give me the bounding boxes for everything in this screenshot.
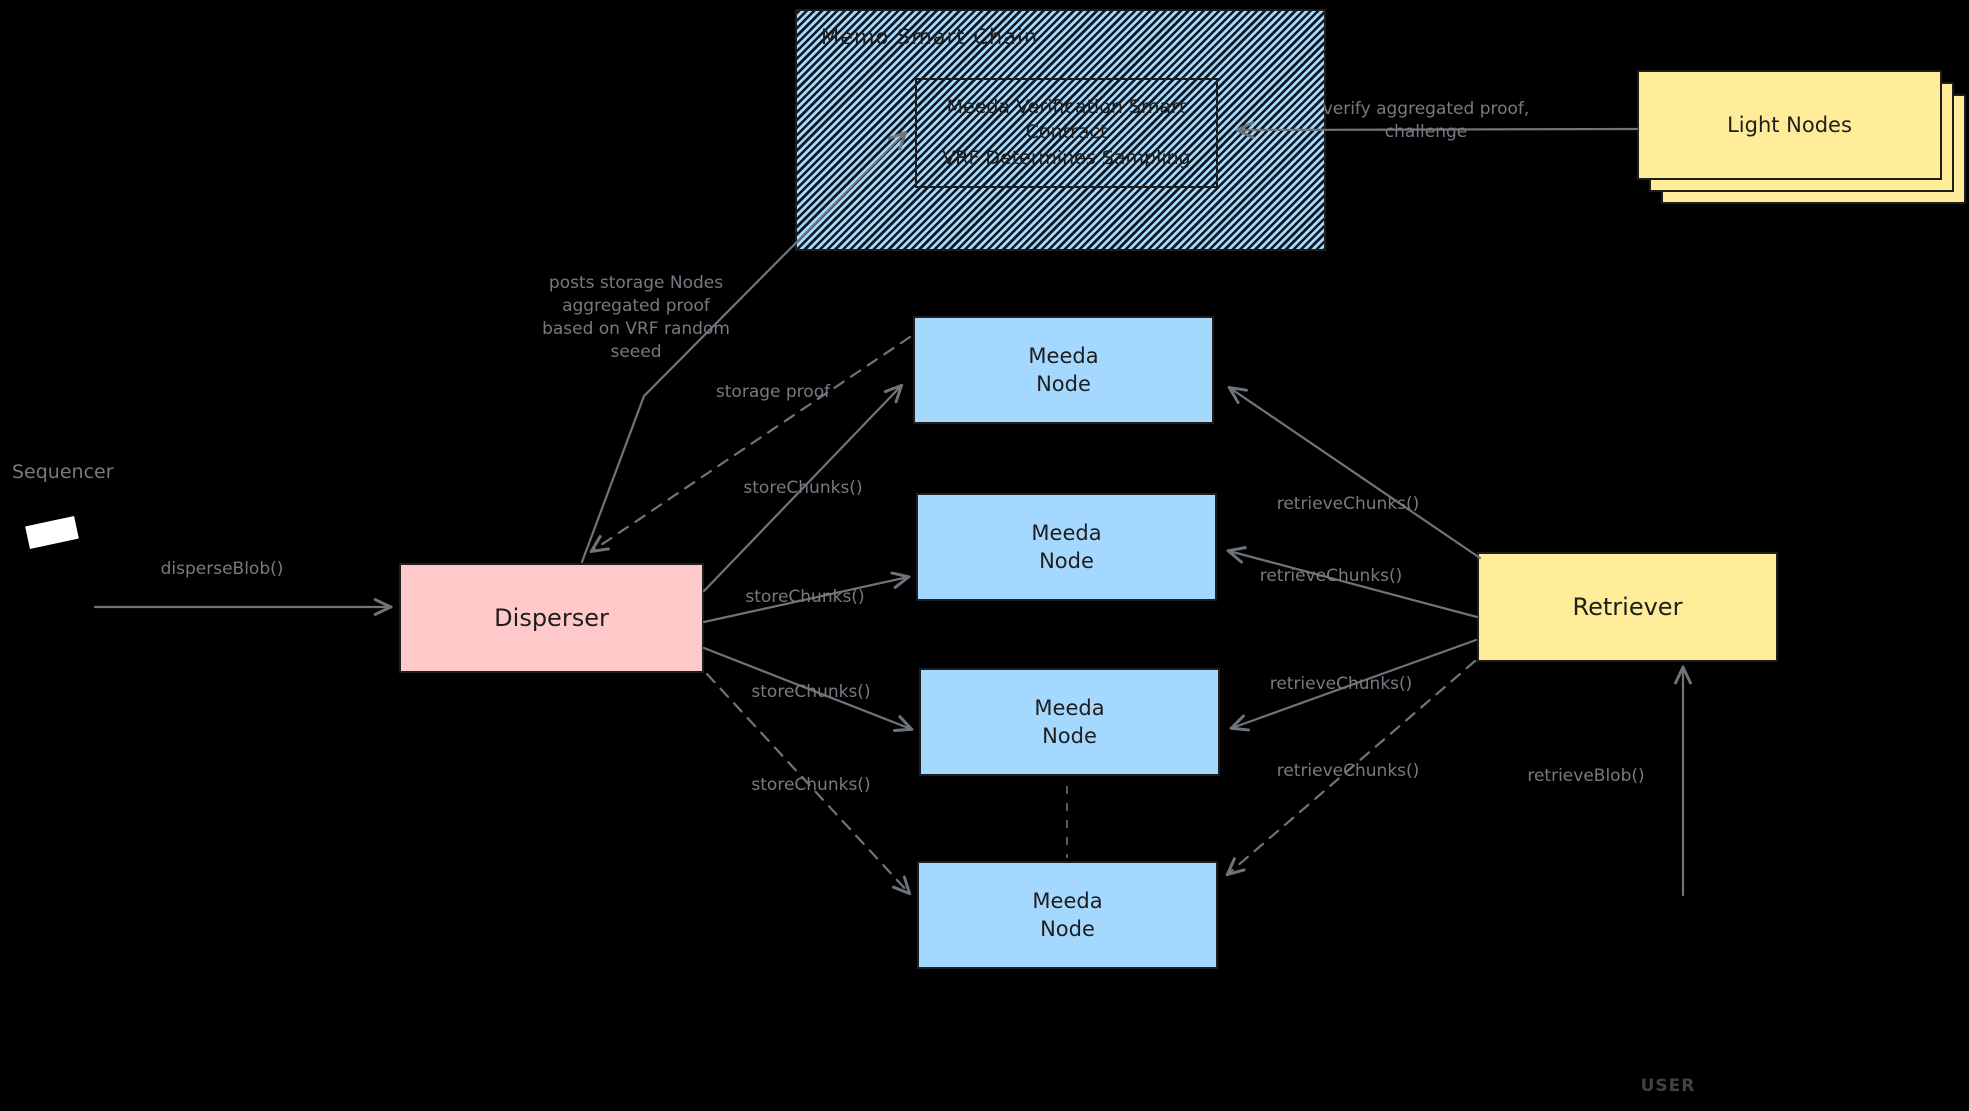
edge-store-chunks-2 bbox=[702, 577, 908, 624]
disperser-box: Disperser bbox=[399, 563, 704, 673]
edge-posts-aggregated-proof bbox=[580, 133, 905, 564]
edge-verify-proof bbox=[1238, 129, 1639, 130]
memo-smart-chain-title: Memo Smart Chain bbox=[821, 25, 1039, 49]
retrieve-chunks-label-3: retrieveChunks() bbox=[1269, 674, 1413, 694]
posts-aggregated-proof-label: posts storage Nodes aggregated proof bas… bbox=[542, 273, 730, 362]
edge-retrieve-chunks-4 bbox=[1228, 659, 1477, 874]
edge-store-chunks-4 bbox=[705, 672, 909, 893]
store-chunks-label-2: storeChunks() bbox=[745, 587, 865, 607]
edge-storage-proof bbox=[592, 335, 912, 551]
sequencer-label: Sequencer bbox=[12, 461, 114, 483]
user-label: USER bbox=[1640, 1076, 1696, 1096]
edge-retrieve-chunks-3 bbox=[1232, 638, 1478, 728]
retrieve-chunks-label-2: retrieveChunks() bbox=[1259, 566, 1403, 586]
edge-retrieve-chunks-2 bbox=[1229, 551, 1479, 619]
meeda-node-box-1: Meeda Node bbox=[913, 316, 1214, 424]
verify-proof-label: verify aggregated proof, challenge bbox=[1322, 99, 1530, 142]
meeda-node-box-4: Meeda Node bbox=[917, 861, 1218, 969]
storage-proof-label: storage proof bbox=[715, 382, 831, 402]
edge-retrieve-chunks-1 bbox=[1230, 388, 1482, 560]
verification-contract-box: Meeda Verification Smart Contract VRF De… bbox=[915, 78, 1218, 188]
light-nodes-card-front: Light Nodes bbox=[1637, 70, 1942, 180]
disperse-blob-label: disperseBlob() bbox=[160, 559, 284, 579]
retrieve-chunks-label-1: retrieveChunks() bbox=[1276, 494, 1420, 514]
store-chunks-label-1: storeChunks() bbox=[743, 478, 863, 498]
retrieve-blob-label: retrieveBlob() bbox=[1527, 766, 1645, 786]
edge-store-chunks-1 bbox=[702, 386, 901, 593]
meeda-node-box-2: Meeda Node bbox=[916, 493, 1217, 601]
store-chunks-label-3: storeChunks() bbox=[751, 682, 871, 702]
meeda-node-box-3: Meeda Node bbox=[919, 668, 1220, 776]
retrieve-chunks-label-4: retrieveChunks() bbox=[1276, 761, 1420, 781]
edge-store-chunks-3 bbox=[702, 646, 911, 729]
retriever-box: Retriever bbox=[1477, 552, 1778, 662]
store-chunks-label-4: storeChunks() bbox=[751, 775, 871, 795]
